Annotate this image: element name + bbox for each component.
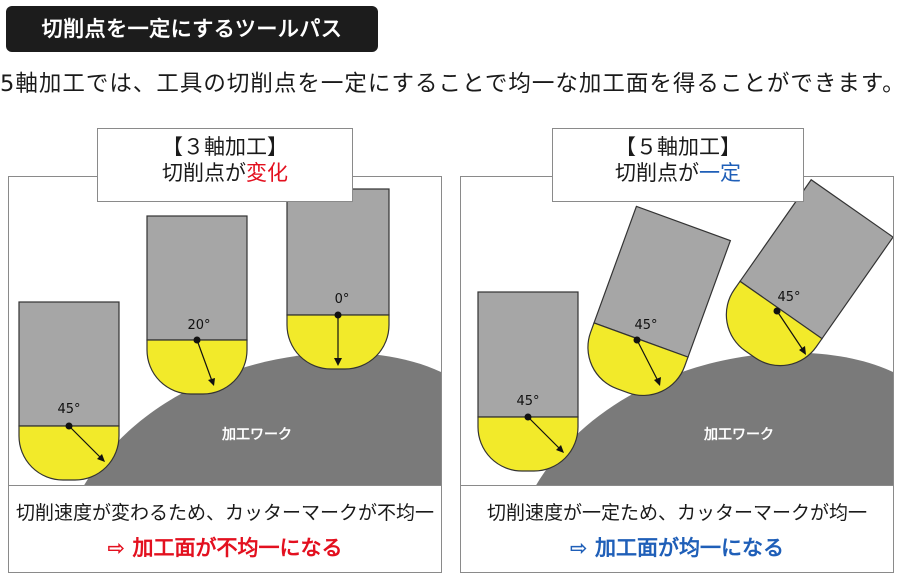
state-prefix: 切削点が <box>615 161 699 185</box>
workpiece-surface <box>535 352 893 487</box>
arrow-head <box>654 377 661 386</box>
contact-vector <box>196 339 213 382</box>
tool-3-vector: 45° <box>773 290 806 355</box>
tool-3: 0° <box>286 188 390 370</box>
panel-caption: 切削速度が変わるため、カッターマークが不均一 ⇨ 加工面が不均一になる <box>9 485 441 572</box>
tool-2 <box>587 205 732 397</box>
arrow-head <box>97 454 105 462</box>
arrow-head <box>799 346 806 355</box>
panel-3-axis: 加工ワーク 45° 20° 0° 切 <box>8 176 442 573</box>
result-arrow: ⇨ <box>570 536 588 560</box>
page-description: 5軸加工では、工具の切削点を一定にすることで均一な加工面を得ることができます。 <box>0 71 900 97</box>
angle-label: 45° <box>516 394 539 409</box>
angle-label: 0° <box>335 292 350 307</box>
heading-state: 切削点が一定 <box>553 160 803 186</box>
tool-1: 45° <box>18 301 120 481</box>
tool-center <box>334 311 342 319</box>
tool-tip <box>587 322 689 397</box>
result-text: ⇨ 加工面が不均一になる <box>9 532 441 562</box>
tool-tip <box>146 339 248 395</box>
tool-body <box>477 291 579 418</box>
tool-center <box>65 422 73 430</box>
tool-center <box>193 336 201 344</box>
tool-tip <box>18 425 120 481</box>
workpiece-label: 加工ワーク <box>703 427 774 443</box>
heading-3-axis: 【３軸加工】 切削点が変化 <box>97 128 353 202</box>
contact-vector <box>68 425 104 461</box>
angle-label: 45° <box>57 402 80 417</box>
result-arrow: ⇨ <box>107 536 126 560</box>
state-prefix: 切削点が <box>162 161 246 185</box>
tool-2: 20° <box>146 215 248 395</box>
tool-body <box>146 215 248 341</box>
tool-tip <box>725 280 823 367</box>
heading-title: 【５軸加工】 <box>615 135 741 159</box>
angle-label: 45° <box>777 290 800 305</box>
workpiece-label: 加工ワーク <box>221 427 292 443</box>
panel-5-axis: 加工ワーク 45° 45° <box>460 176 894 573</box>
tool-2-vector: 45° <box>633 318 661 386</box>
panel-caption: 切削速度が一定ため、カッターマークが均一 ⇨ 加工面が均一になる <box>461 485 893 572</box>
arrow-head <box>208 378 215 386</box>
workpiece-surface <box>83 352 441 487</box>
heading-5-axis: 【５軸加工】 切削点が一定 <box>552 128 804 202</box>
state-value: 一定 <box>699 161 741 185</box>
result-text: ⇨ 加工面が均一になる <box>461 532 893 562</box>
caption-text: 切削速度が一定ため、カッターマークが均一 <box>486 502 867 524</box>
3-axis-scene: 加工ワーク 45° 20° 0° <box>18 188 441 487</box>
caption-text: 切削速度が変わるため、カッターマークが不均一 <box>15 502 434 524</box>
contact-vector <box>636 339 659 382</box>
heading-title: 【３軸加工】 <box>162 135 288 159</box>
contact-vector <box>527 416 562 451</box>
contact-vector <box>776 310 804 351</box>
arrow-head <box>334 358 342 366</box>
tool-1: 45° <box>477 291 579 472</box>
angle-label: 45° <box>634 318 657 333</box>
result-label: 加工面が不均一になる <box>132 536 343 560</box>
tool-center <box>633 336 641 344</box>
5-axis-scene: 加工ワーク 45° 45° <box>477 178 893 487</box>
result-label: 加工面が均一になる <box>594 536 784 560</box>
tool-tip <box>477 416 579 472</box>
tool-3 <box>725 178 893 367</box>
page-title: 切削点を一定にするツールパス <box>6 6 378 52</box>
tool-center <box>773 307 781 315</box>
arrow-head <box>556 445 564 453</box>
state-value: 変化 <box>246 161 288 185</box>
angle-label: 20° <box>187 318 210 333</box>
tool-body <box>18 301 120 427</box>
heading-state: 切削点が変化 <box>98 160 352 186</box>
tool-center <box>524 413 532 421</box>
